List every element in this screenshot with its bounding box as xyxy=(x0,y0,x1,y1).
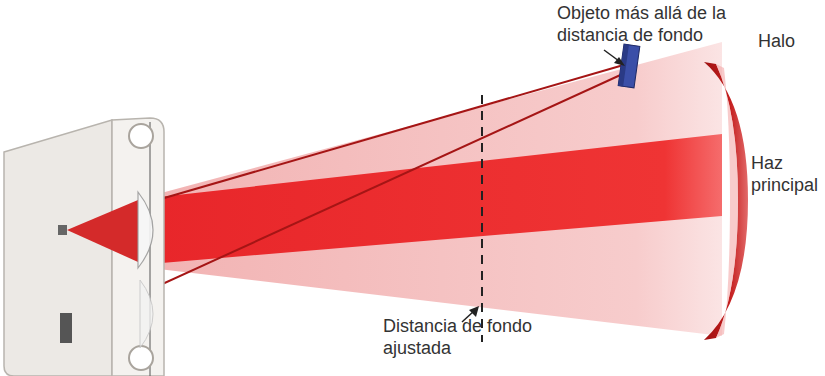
object-block xyxy=(618,44,640,88)
halo-ring-inner xyxy=(716,64,738,338)
halo-cone xyxy=(150,42,722,336)
main-beam xyxy=(150,134,722,264)
halo-ring xyxy=(704,62,748,340)
background-distance-line xyxy=(481,95,483,342)
leader-line xyxy=(604,50,619,61)
leader-arrow xyxy=(469,306,479,317)
leader-arrow xyxy=(614,57,625,66)
halo-label: Halo xyxy=(758,30,820,52)
object-label: Objeto más allá de la distancia de fondo xyxy=(557,2,769,46)
sensor-housing xyxy=(4,118,164,376)
main-beam-label: Haz principal xyxy=(751,152,821,196)
background-distance-label: Distancia de fondo ajustada xyxy=(383,315,553,359)
